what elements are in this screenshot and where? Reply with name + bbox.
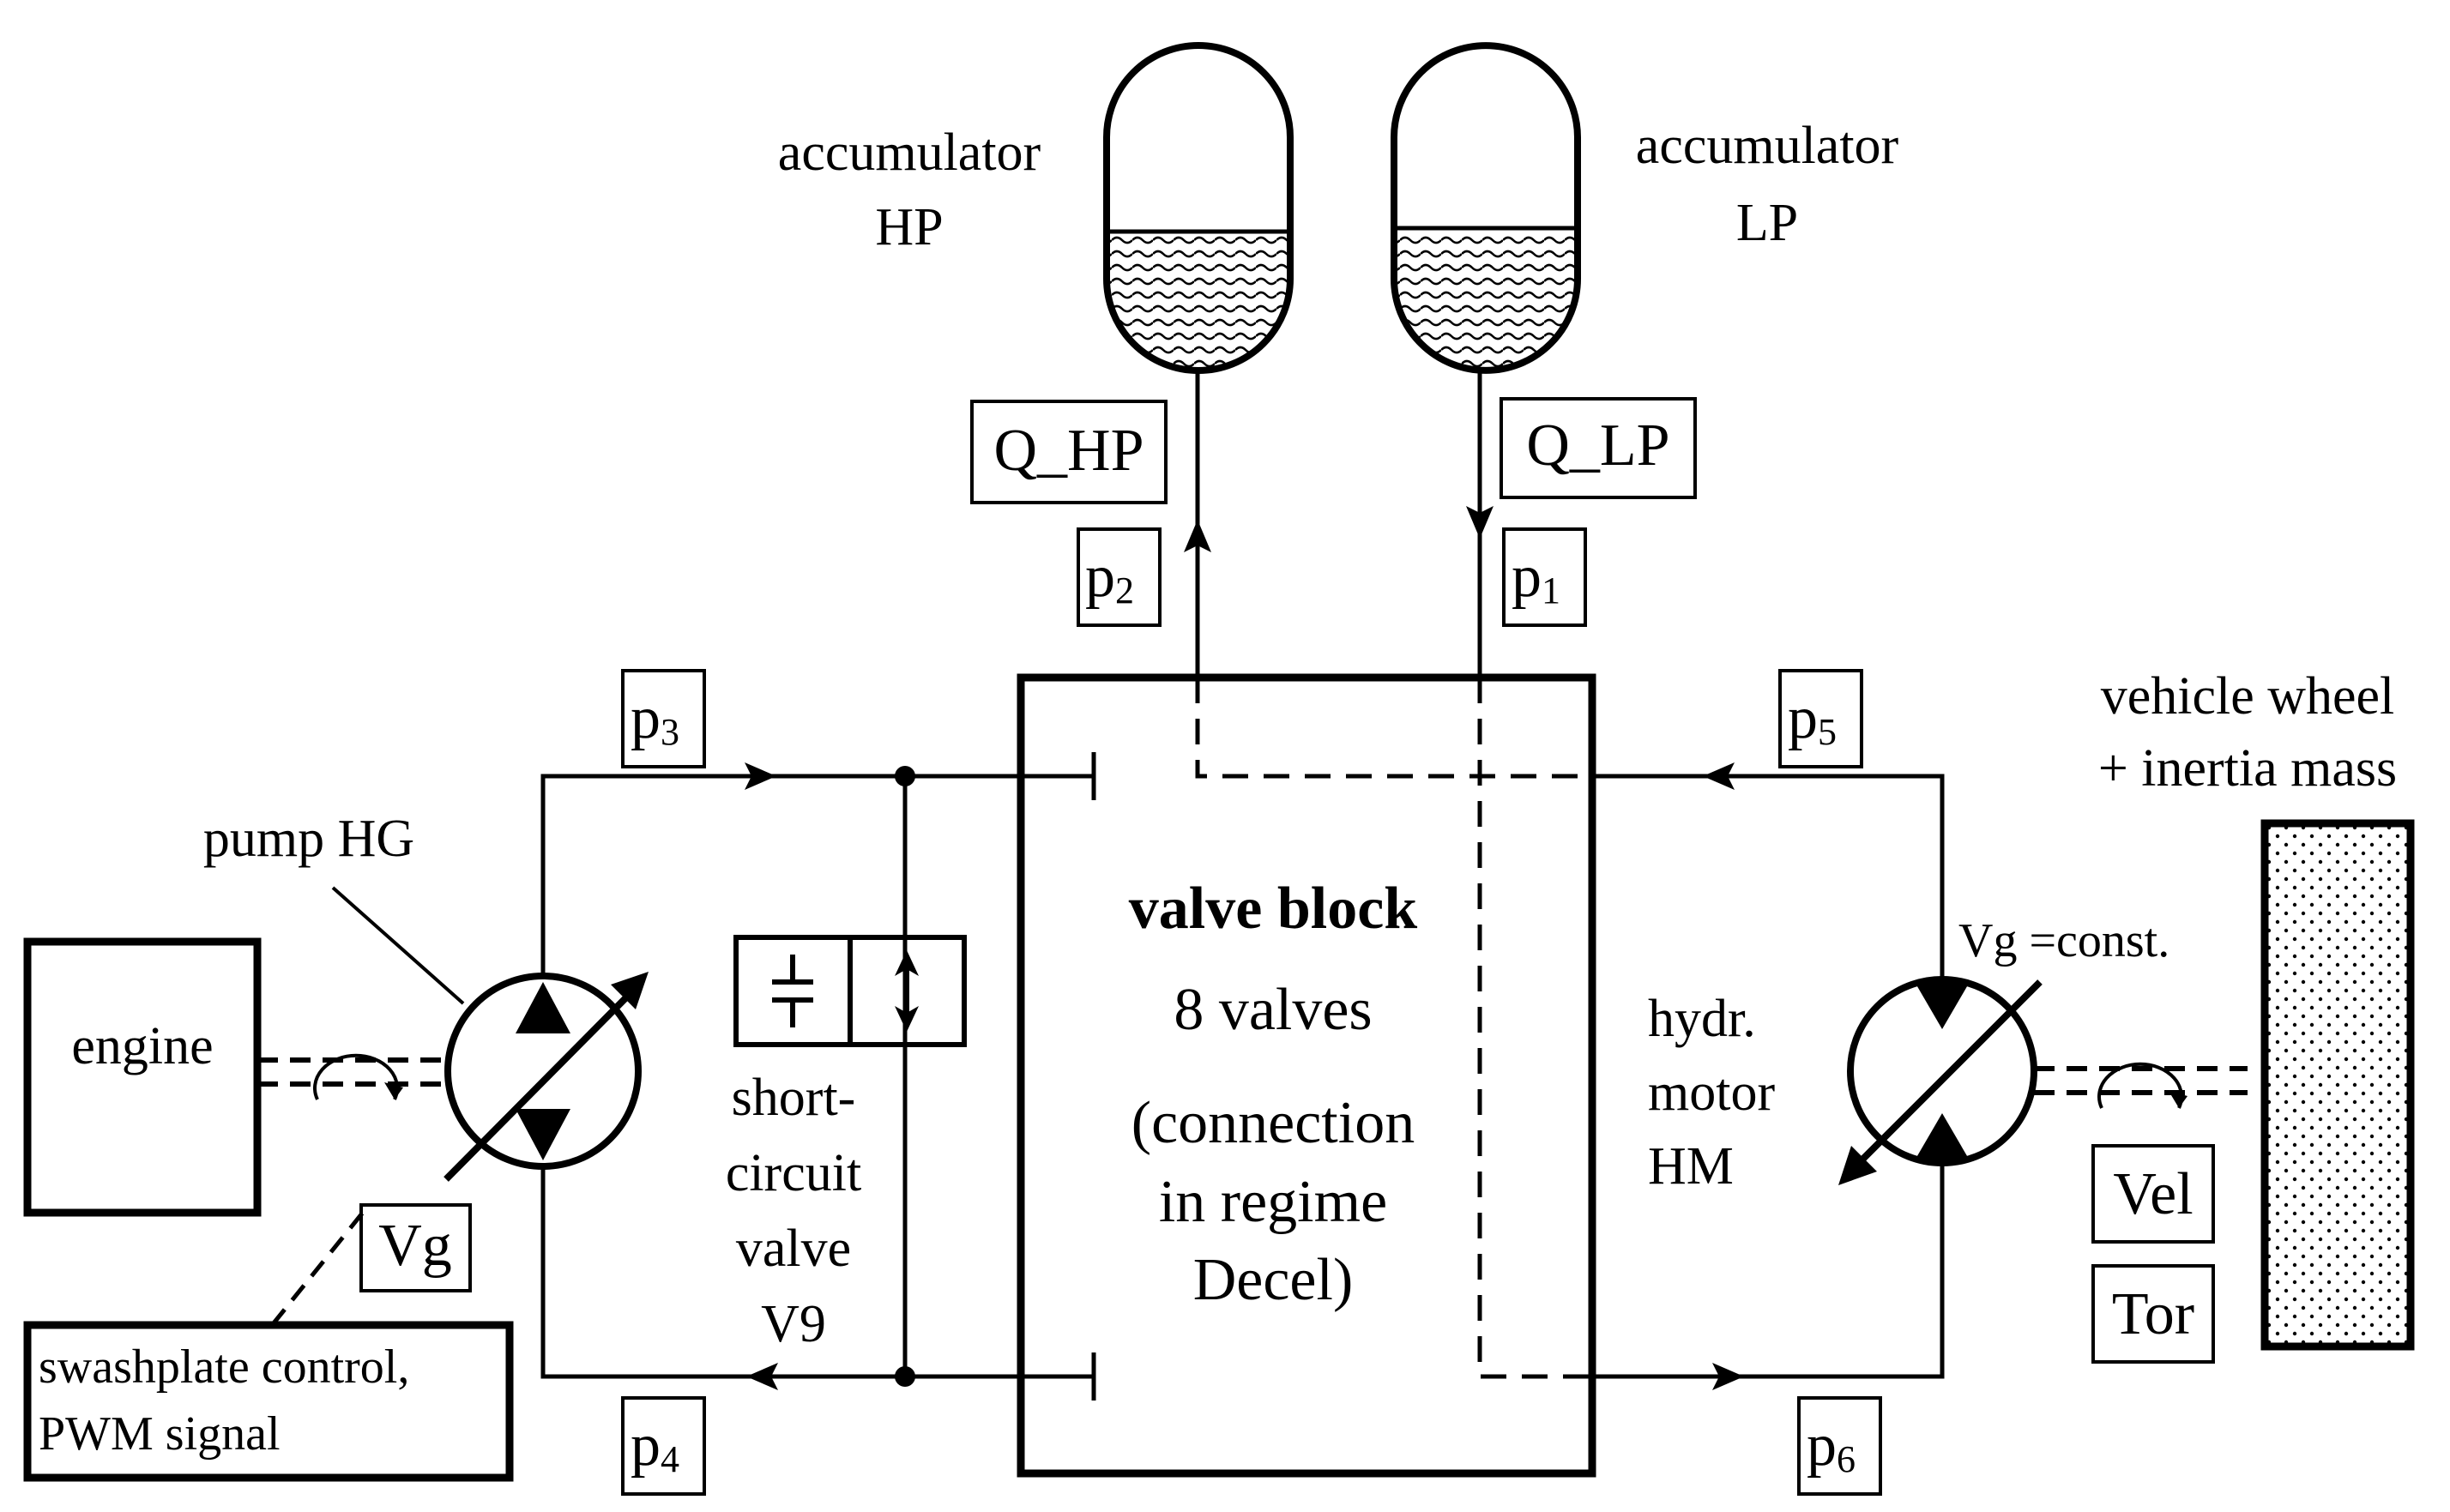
arrow-right-p3: [745, 762, 776, 790]
valve-block-count: 8 valves: [1174, 977, 1372, 1043]
accumulator-lp-label: accumulator: [1636, 117, 1899, 175]
engine-rotation-arrowhead: [384, 1082, 403, 1099]
arrow-left-p5: [1703, 762, 1735, 790]
accumulator-lp: [1391, 42, 1581, 374]
valve-block-note-1: (connection: [1131, 1090, 1415, 1156]
arrow-up-hp: [1184, 520, 1211, 552]
pump-leader-line: [331, 886, 465, 1005]
vg-label: Vg: [378, 1213, 452, 1279]
accumulator-lp-type: LP: [1736, 194, 1798, 252]
short-circuit-label-2: circuit: [726, 1144, 861, 1202]
arrow-down-lp: [1466, 506, 1494, 539]
vel-label: Vel: [2113, 1161, 2193, 1227]
valve-block-note-2: in regime: [1159, 1169, 1387, 1235]
motor-label-3: HM: [1648, 1137, 1734, 1196]
valve-block-title: valve block: [1129, 876, 1417, 942]
swashplate-dashed-link: [271, 1208, 367, 1326]
motor-label-2: motor: [1648, 1063, 1775, 1122]
tor-box: [2091, 1264, 2215, 1364]
swashplate-label-2: PWM signal: [39, 1407, 281, 1461]
vel-box: [2091, 1144, 2215, 1244]
wheel-rotation-icon: [2097, 1062, 2183, 1109]
pump-label: pump HG: [203, 810, 414, 868]
junction-bottom: [895, 1366, 915, 1387]
valve-block-note-3: Decel): [1193, 1247, 1354, 1313]
p3-box: [621, 669, 706, 768]
vehicle-wheel: [2260, 819, 2415, 1351]
q-lp-label: Q_LP: [1526, 413, 1669, 479]
arrow-left-p4: [746, 1363, 778, 1390]
engine-shaft: [257, 1057, 453, 1087]
swashplate-label-1: swashplate control,: [39, 1340, 409, 1394]
valve-block: [1017, 673, 1596, 1478]
p1-box: [1502, 527, 1587, 627]
wheel-label-1: vehicle wheel: [2101, 667, 2395, 726]
accumulator-hp: [1103, 42, 1294, 374]
p1-label: p1: [1512, 544, 1560, 611]
p4-label: p4: [631, 1413, 679, 1480]
p6-box: [1797, 1396, 1882, 1496]
wheel-shaft: [2034, 1066, 2248, 1095]
motor-vg-label: Vg =const.: [1958, 914, 2169, 967]
q-hp-box: [970, 400, 1168, 504]
arrow-right-p6: [1712, 1363, 1744, 1390]
wheel-rotation-arrowhead: [2169, 1091, 2188, 1108]
pump-hg: [444, 972, 649, 1182]
hydraulic-motor: [1838, 976, 2043, 1185]
accumulator-lines: [1195, 370, 1482, 678]
p2-box: [1077, 527, 1162, 627]
engine-rotation-icon: [313, 1053, 399, 1100]
q-hp-label: Q_HP: [993, 418, 1144, 484]
tor-label: Tor: [2112, 1281, 2194, 1347]
short-circuit-label-3: valve: [736, 1220, 851, 1278]
accumulator-hp-label: accumulator: [778, 123, 1041, 182]
valve-block-dashed-paths: [1195, 678, 1592, 1379]
p2-label: p2: [1085, 544, 1134, 611]
motor-label-1: hydr.: [1648, 990, 1756, 1048]
swashplate-box: [23, 1321, 514, 1482]
vg-box: [359, 1203, 472, 1292]
engine-label: engine: [71, 1017, 213, 1075]
wheel-label-2: + inertia mass: [2098, 739, 2397, 798]
p5-label: p5: [1788, 685, 1837, 753]
q-lp-box: [1500, 397, 1697, 499]
v9-arrow-down: [895, 1006, 919, 1032]
p5-box: [1778, 669, 1863, 768]
accumulator-hp-type: HP: [875, 198, 943, 256]
short-circuit-label-1: short-: [732, 1069, 856, 1127]
v9-arrow-up: [895, 950, 919, 976]
short-circuit-label-4: V9: [761, 1295, 826, 1353]
engine-box: [23, 937, 262, 1217]
short-circuit-valve: [733, 935, 967, 1047]
p6-label: p6: [1807, 1413, 1856, 1480]
junction-top: [895, 766, 915, 786]
p4-box: [621, 1396, 706, 1496]
p3-label: p3: [631, 685, 679, 753]
